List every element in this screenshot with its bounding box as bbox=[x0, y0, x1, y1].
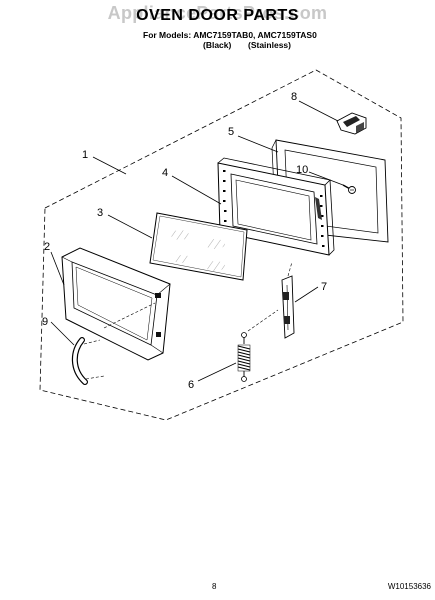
variant-black: (Black) bbox=[203, 40, 232, 50]
leader-1 bbox=[92, 156, 127, 175]
part-3-glass-panel bbox=[149, 212, 248, 281]
page-number: 8 bbox=[212, 582, 217, 591]
part-8-bracket bbox=[336, 112, 367, 135]
part-7-latch-plate bbox=[281, 261, 295, 339]
models-line: For Models: AMC7159TAB0, AMC7159TAS0 bbox=[143, 30, 317, 40]
callout-8: 8 bbox=[291, 91, 297, 103]
watermark: AppliancePartsPros.com bbox=[107, 3, 328, 23]
callout-3: 3 bbox=[97, 207, 103, 219]
part-4-door-panel bbox=[217, 157, 335, 256]
leader-7 bbox=[294, 286, 319, 303]
leader-6 bbox=[197, 362, 237, 382]
leader-lines bbox=[50, 100, 344, 382]
leader-5 bbox=[237, 135, 279, 153]
part-9-handle bbox=[71, 337, 105, 385]
callout-7: 7 bbox=[321, 281, 327, 293]
callout-9: 9 bbox=[42, 316, 48, 328]
callout-4: 4 bbox=[162, 167, 168, 179]
page-title: OVEN DOOR PARTS bbox=[136, 7, 299, 24]
leader-10 bbox=[308, 171, 344, 186]
part-2-outer-frame bbox=[61, 247, 171, 361]
leader-4 bbox=[171, 175, 222, 205]
callout-6: 6 bbox=[188, 379, 194, 391]
leader-9 bbox=[50, 321, 75, 346]
part-10-screw bbox=[342, 184, 356, 194]
variant-stainless: (Stainless) bbox=[248, 40, 291, 50]
callout-2: 2 bbox=[44, 241, 50, 253]
callout-1: 1 bbox=[82, 149, 88, 161]
document-number: W10153636 bbox=[387, 582, 431, 591]
callout-5: 5 bbox=[228, 126, 234, 138]
leader-8 bbox=[298, 100, 339, 122]
callout-10: 10 bbox=[296, 164, 308, 176]
leader-2 bbox=[50, 251, 65, 286]
page-header: AppliancePartsPros.com OVEN DOOR PARTS F… bbox=[0, 0, 435, 80]
assembly-boundary bbox=[39, 69, 404, 421]
part-6-spring bbox=[237, 309, 279, 382]
leader-3 bbox=[107, 214, 153, 239]
